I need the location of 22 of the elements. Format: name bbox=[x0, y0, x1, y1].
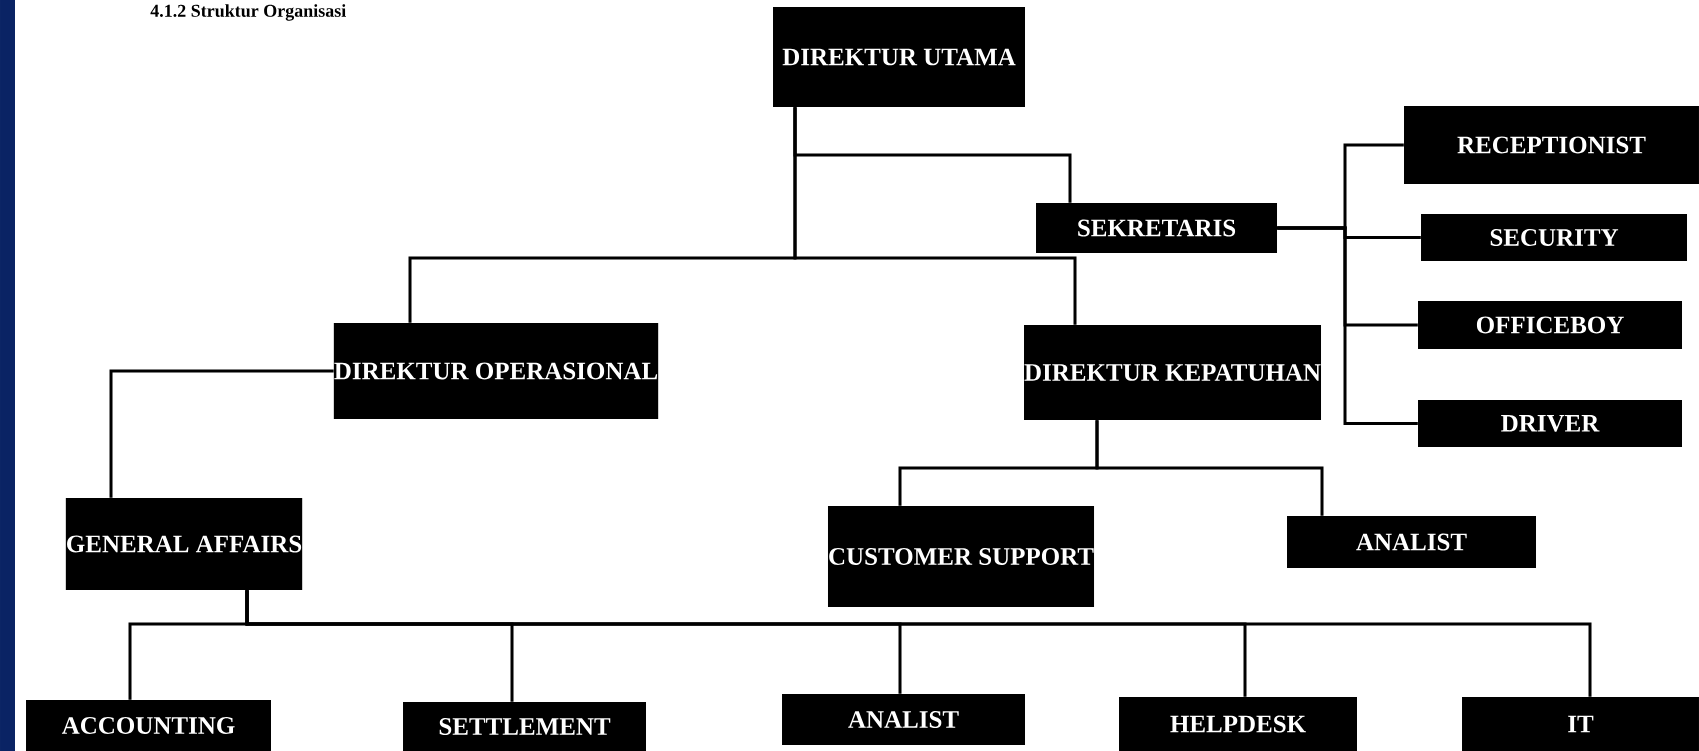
connector-line bbox=[793, 107, 1077, 325]
org-box: SEKRETARIS bbox=[1036, 203, 1277, 253]
connector-line bbox=[1095, 420, 1324, 516]
org-box: GENERAL AFFAIRS bbox=[65, 498, 303, 590]
org-box: DRIVER bbox=[1418, 400, 1682, 447]
org-box: SECURITY bbox=[1421, 214, 1687, 261]
org-box: ANALIST bbox=[782, 694, 1025, 745]
org-box: ACCOUNTING bbox=[26, 700, 271, 751]
org-box: OFFICEBOY bbox=[1418, 301, 1682, 349]
org-box: ANALIST bbox=[1287, 516, 1536, 568]
connector-line bbox=[1277, 226, 1418, 425]
connector-line bbox=[245, 590, 1592, 697]
connector-line bbox=[109, 369, 334, 498]
org-box: IT bbox=[1462, 697, 1699, 751]
org-box: DIREKTUR UTAMA bbox=[773, 7, 1025, 107]
org-box: SETTLEMENT bbox=[403, 702, 646, 751]
org-box: DIREKTUR KEPATUHAN bbox=[1024, 325, 1321, 420]
org-box: CUSTOMER SUPPORT bbox=[828, 506, 1095, 607]
org-box: RECEPTIONIST bbox=[1404, 106, 1699, 184]
section-heading: 4.1.2 Struktur Organisasi bbox=[150, 4, 346, 21]
org-box: HELPDESK bbox=[1119, 697, 1357, 751]
org-box: DIREKTUR OPERASIONAL bbox=[333, 323, 659, 419]
